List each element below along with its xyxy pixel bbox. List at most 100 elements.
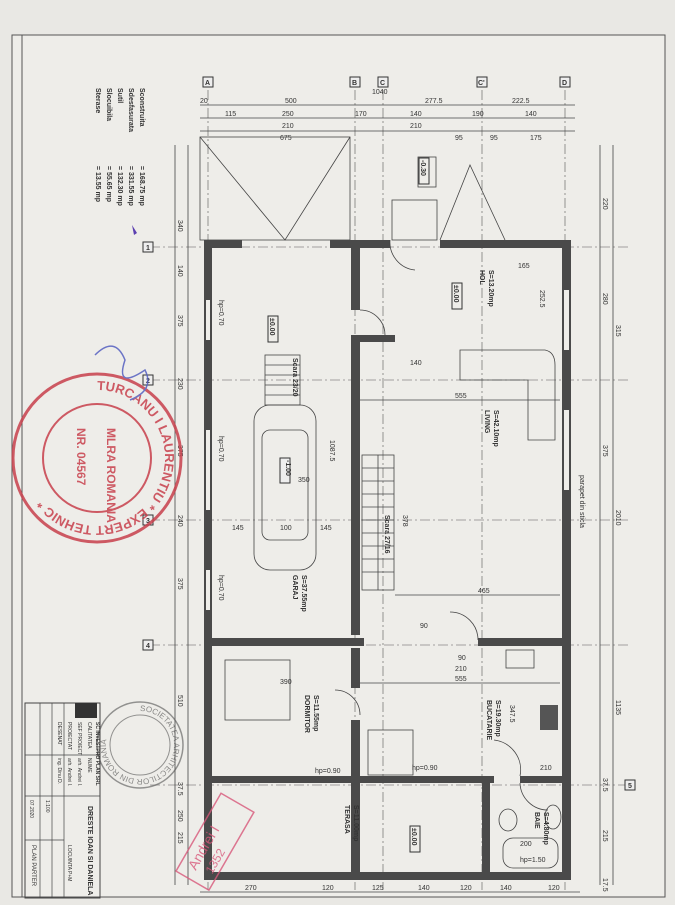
room-area: S=37.55mp (300, 575, 307, 612)
title-scale: 1:100 (44, 800, 50, 813)
room-name: HOL (478, 270, 485, 286)
dim-label: 95 (490, 135, 498, 142)
dim-label: 510 (176, 695, 183, 707)
axis-label: 4 (146, 643, 150, 650)
title-firm: SC INVESTPRO PLAN SRL (94, 722, 100, 786)
level-label: ±0.00 (268, 318, 275, 336)
dim-label: 1135 (614, 700, 621, 715)
summary-value: = 13.55 mp (94, 166, 101, 202)
axis-label: 1 (146, 245, 150, 252)
dim-label: 210 (540, 765, 552, 772)
dim-label: 115 (225, 111, 236, 118)
dim-label: 140 (410, 111, 422, 118)
garage-stair (264, 354, 301, 406)
stair-label: Scara 27/16 (383, 515, 390, 554)
room-name: LIVING (483, 410, 490, 434)
dim-label: 220 (601, 198, 608, 210)
area-summary: Sconstruita Sdesfasurata Sutil Slocuibil… (94, 88, 145, 235)
fixtures (224, 649, 562, 869)
dim-label: 210 (410, 123, 422, 130)
dim-label: 347.5 (508, 705, 515, 723)
level-label: hp=0.70 (217, 300, 224, 326)
dim-label: 145 (232, 525, 244, 532)
dim-label: 165 (518, 263, 530, 270)
room-area: S=42.10mp (492, 410, 499, 447)
title-role: DESENAT (56, 722, 62, 745)
dim-label: 390 (280, 679, 292, 686)
title-role: PROIECTAT (66, 722, 72, 750)
room-name: TERASA (343, 805, 350, 834)
axis-label: C (380, 80, 385, 87)
level-label: ±0.00 (452, 285, 459, 303)
level-label: hp=1.50 (520, 857, 546, 864)
dim-label: 37.5 (601, 778, 608, 792)
dim-label: 145 (320, 525, 332, 532)
level-label: -1.00 (284, 460, 291, 476)
dim-label: 280 (601, 293, 608, 305)
dim-label: 20 (200, 98, 208, 105)
title-block: CALITATEA SEF PROIECT PROIECTAT DESENAT … (24, 702, 101, 899)
dim-label: 90 (458, 655, 466, 662)
firm-logo (75, 703, 97, 718)
garage-ramp (199, 136, 351, 241)
summary-value: = 55.65 mp (105, 166, 112, 202)
summary-value: = 132.30 mp (116, 166, 123, 206)
stamp-inner-text: MLRA ROMANIA (104, 428, 118, 523)
summary-value: = 331.55 mp (127, 166, 134, 206)
title-date: 07.2020 (28, 800, 34, 818)
level-label: hp=0.70 (217, 436, 224, 462)
dim-label: 252.5 (538, 290, 545, 308)
title-name: arh. Andrei I. (76, 758, 82, 786)
interior-stair (361, 454, 395, 591)
dim-label: 90 (420, 623, 428, 630)
dim-label: 210 (282, 123, 294, 130)
dim-label: 210 (455, 666, 467, 673)
signature (94, 345, 149, 401)
dim-label: 120 (548, 885, 560, 892)
dim-label: 277.5 (425, 98, 443, 105)
note-label: parapet din sticla (578, 475, 585, 528)
level-label: hp=0.90 (412, 765, 438, 772)
level-label: hp=0.70 (217, 575, 224, 601)
title-name: NUME (86, 758, 92, 773)
dim-label: 170 (355, 111, 367, 118)
side-dimensions: 340 140 375 230 375 240 375 510 37.5 250… (174, 145, 621, 893)
dim-label: 140 (525, 111, 537, 118)
dim-label: 222.5 (512, 98, 530, 105)
dim-label: 215 (601, 830, 608, 842)
dim-label: 230 (176, 378, 183, 390)
title-drawing: PLAN PARTER (30, 845, 36, 887)
dim-label: 375 (176, 315, 183, 327)
summary-label: Sutil (116, 88, 123, 103)
room-area: S=4.80mp (542, 812, 549, 845)
dim-label: 120 (460, 885, 472, 892)
dim-label: 340 (176, 220, 183, 232)
dim-label: 140 (500, 885, 512, 892)
room-name: BAIE (533, 812, 540, 829)
sofa (459, 349, 556, 441)
dim-label: 675 (280, 135, 292, 142)
axis-label: 5 (628, 783, 632, 790)
summary-label: Sconstruita (138, 88, 145, 127)
dim-label: 125 (372, 885, 384, 892)
dim-label: 140 (418, 885, 430, 892)
stamp-number: NR. 04567 (74, 428, 88, 486)
dim-label: 37.5 (176, 782, 183, 796)
axis-label: 3 (146, 518, 150, 525)
title-role: CALITATEA (86, 722, 92, 749)
entrance-canopy (391, 156, 506, 241)
dim-label: 250 (176, 810, 183, 822)
top-dimensions: 1040 20 500 277.5 222.5 115 250 170 140 … (200, 89, 575, 142)
dim-label: 240 (176, 515, 183, 527)
dim-label: 375 (601, 445, 608, 457)
title-beneficiar: DRESTE IOAN SI DANIELA (86, 806, 93, 895)
room-area: S=11.00mp (352, 805, 359, 841)
dim-label: 500 (285, 98, 297, 105)
level-label: -0.30 (419, 160, 426, 176)
title-project: LOCUINTA P+M (66, 845, 72, 881)
dim-label: 350 (298, 477, 310, 484)
room-area: S=19.30mp (494, 700, 501, 737)
room-name: DORMITOR (303, 695, 310, 733)
